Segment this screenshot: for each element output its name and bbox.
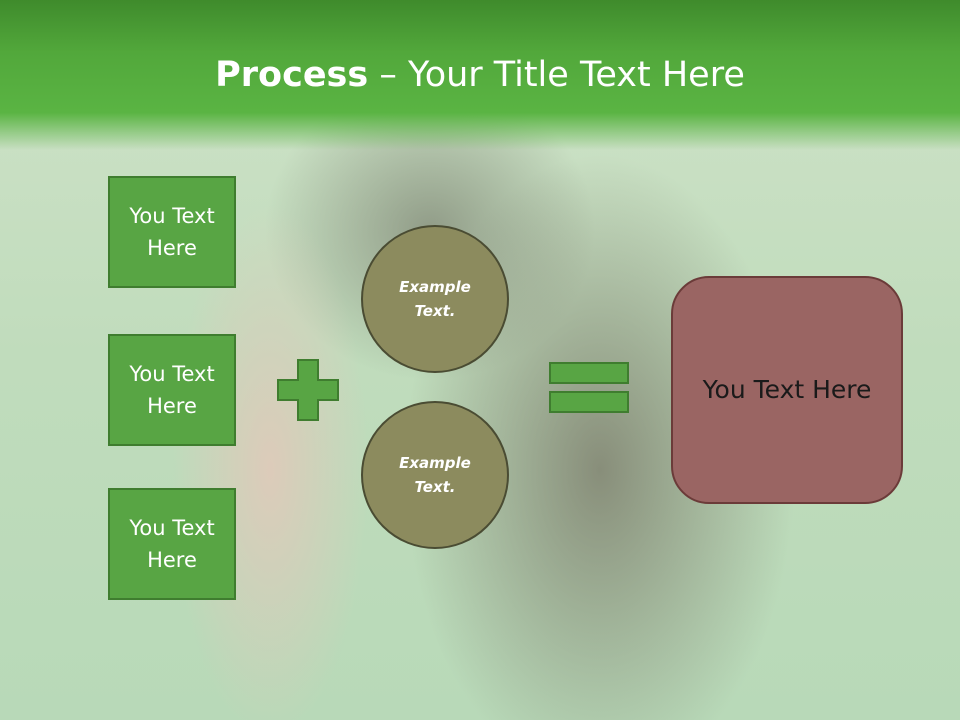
title-rest: – Your Title Text Here bbox=[368, 55, 745, 95]
circle-label: Example Text. bbox=[399, 454, 471, 496]
text-box-label: You Text Here bbox=[129, 204, 215, 260]
title-bar: Process – Your Title Text Here bbox=[0, 0, 960, 150]
example-circle-1: Example Text. bbox=[361, 225, 509, 373]
text-box-label: You Text Here bbox=[129, 362, 215, 418]
slide-title: Process – Your Title Text Here bbox=[0, 52, 960, 98]
plus-icon bbox=[277, 359, 339, 421]
example-circle-2: Example Text. bbox=[361, 401, 509, 549]
equals-icon bbox=[549, 362, 629, 413]
result-label: You Text Here bbox=[702, 375, 872, 404]
text-box-1: You Text Here bbox=[108, 176, 236, 288]
result-box: You Text Here bbox=[671, 276, 903, 504]
text-box-3: You Text Here bbox=[108, 488, 236, 600]
text-box-label: You Text Here bbox=[129, 516, 215, 572]
title-strong: Process bbox=[215, 55, 369, 95]
text-box-2: You Text Here bbox=[108, 334, 236, 446]
circle-label: Example Text. bbox=[399, 278, 471, 320]
